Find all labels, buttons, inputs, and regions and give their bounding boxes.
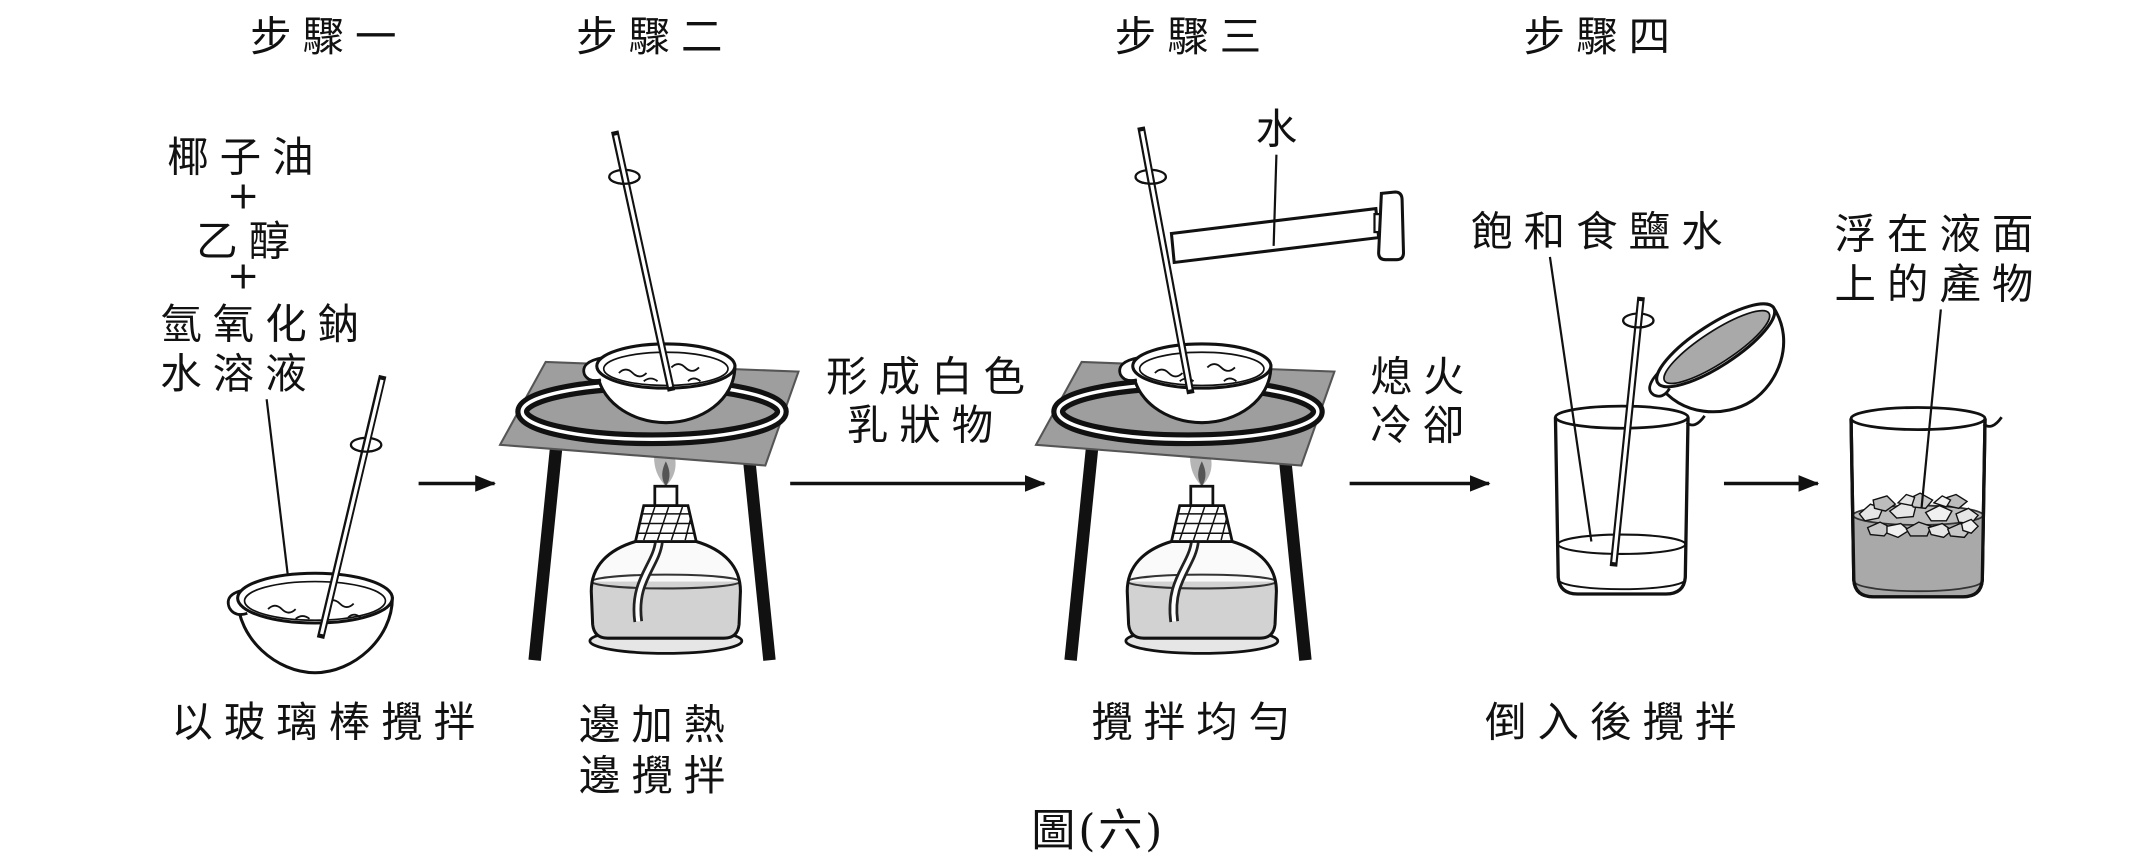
- step2-caption-line1: 邊加熱: [579, 701, 736, 749]
- step1-evaporating-dish: [226, 571, 394, 675]
- transition2-line1: 形成白色: [826, 353, 1036, 401]
- step4-caption: 倒入後攪拌: [1485, 698, 1747, 746]
- step2-title: 步驟二: [576, 13, 733, 61]
- step4-glass-rod: [1609, 296, 1655, 567]
- ingredient-ethanol: 乙醇: [196, 218, 301, 266]
- result-beaker: [1849, 406, 2003, 599]
- liquid-surface: [1557, 533, 1687, 555]
- ingredient-naoh-line2: 水溶液: [160, 350, 317, 398]
- step3-caption: 攪拌均勻: [1091, 698, 1301, 746]
- graduated-cylinder: [1169, 190, 1406, 265]
- water-pointer-line: [1272, 154, 1278, 246]
- step1-title: 步驟一: [250, 13, 407, 61]
- figure-caption: 圖(六): [1031, 805, 1165, 856]
- brine-pointer-line: [1548, 256, 1593, 542]
- soap-product-chunks: [1858, 492, 1980, 539]
- transition3-line1: 熄火: [1370, 353, 1475, 401]
- step1-ingredients: 椰子油 + 乙醇 + 氫氧化鈉 水溶液: [160, 133, 370, 398]
- step4-title: 步驟四: [1524, 13, 1681, 61]
- step2-glass-rod: [608, 130, 676, 392]
- brine-label: 飽和食鹽水: [1471, 208, 1733, 256]
- step3-glass-rod: [1134, 126, 1195, 395]
- step1-glass-rod: [316, 374, 387, 640]
- ingredient-coconut-oil: 椰子油: [167, 133, 324, 181]
- result-label-line1: 浮在液面: [1834, 211, 2044, 259]
- ingredient-naoh-line1: 氫氧化鈉: [160, 300, 370, 348]
- step2-caption-line2: 邊攪拌: [579, 752, 736, 800]
- transition2-line2: 乳狀物: [847, 401, 1004, 449]
- plus-sign: +: [227, 174, 259, 219]
- brine-in-dish: [1663, 309, 1771, 385]
- result-label-line2: 上的產物: [1834, 260, 2044, 308]
- result-pointer-line: [1920, 309, 1942, 509]
- step3-title: 步驟三: [1115, 13, 1272, 61]
- step3-heating-setup: [1036, 344, 1334, 660]
- plus-sign: +: [227, 254, 259, 299]
- step2-heating-setup: [500, 344, 798, 660]
- water-label: 水: [1256, 106, 1309, 154]
- step1-caption: 以玻璃棒攪拌: [171, 698, 486, 746]
- transition3-line2: 冷卻: [1370, 401, 1475, 449]
- pouring-dish: [1648, 302, 1786, 414]
